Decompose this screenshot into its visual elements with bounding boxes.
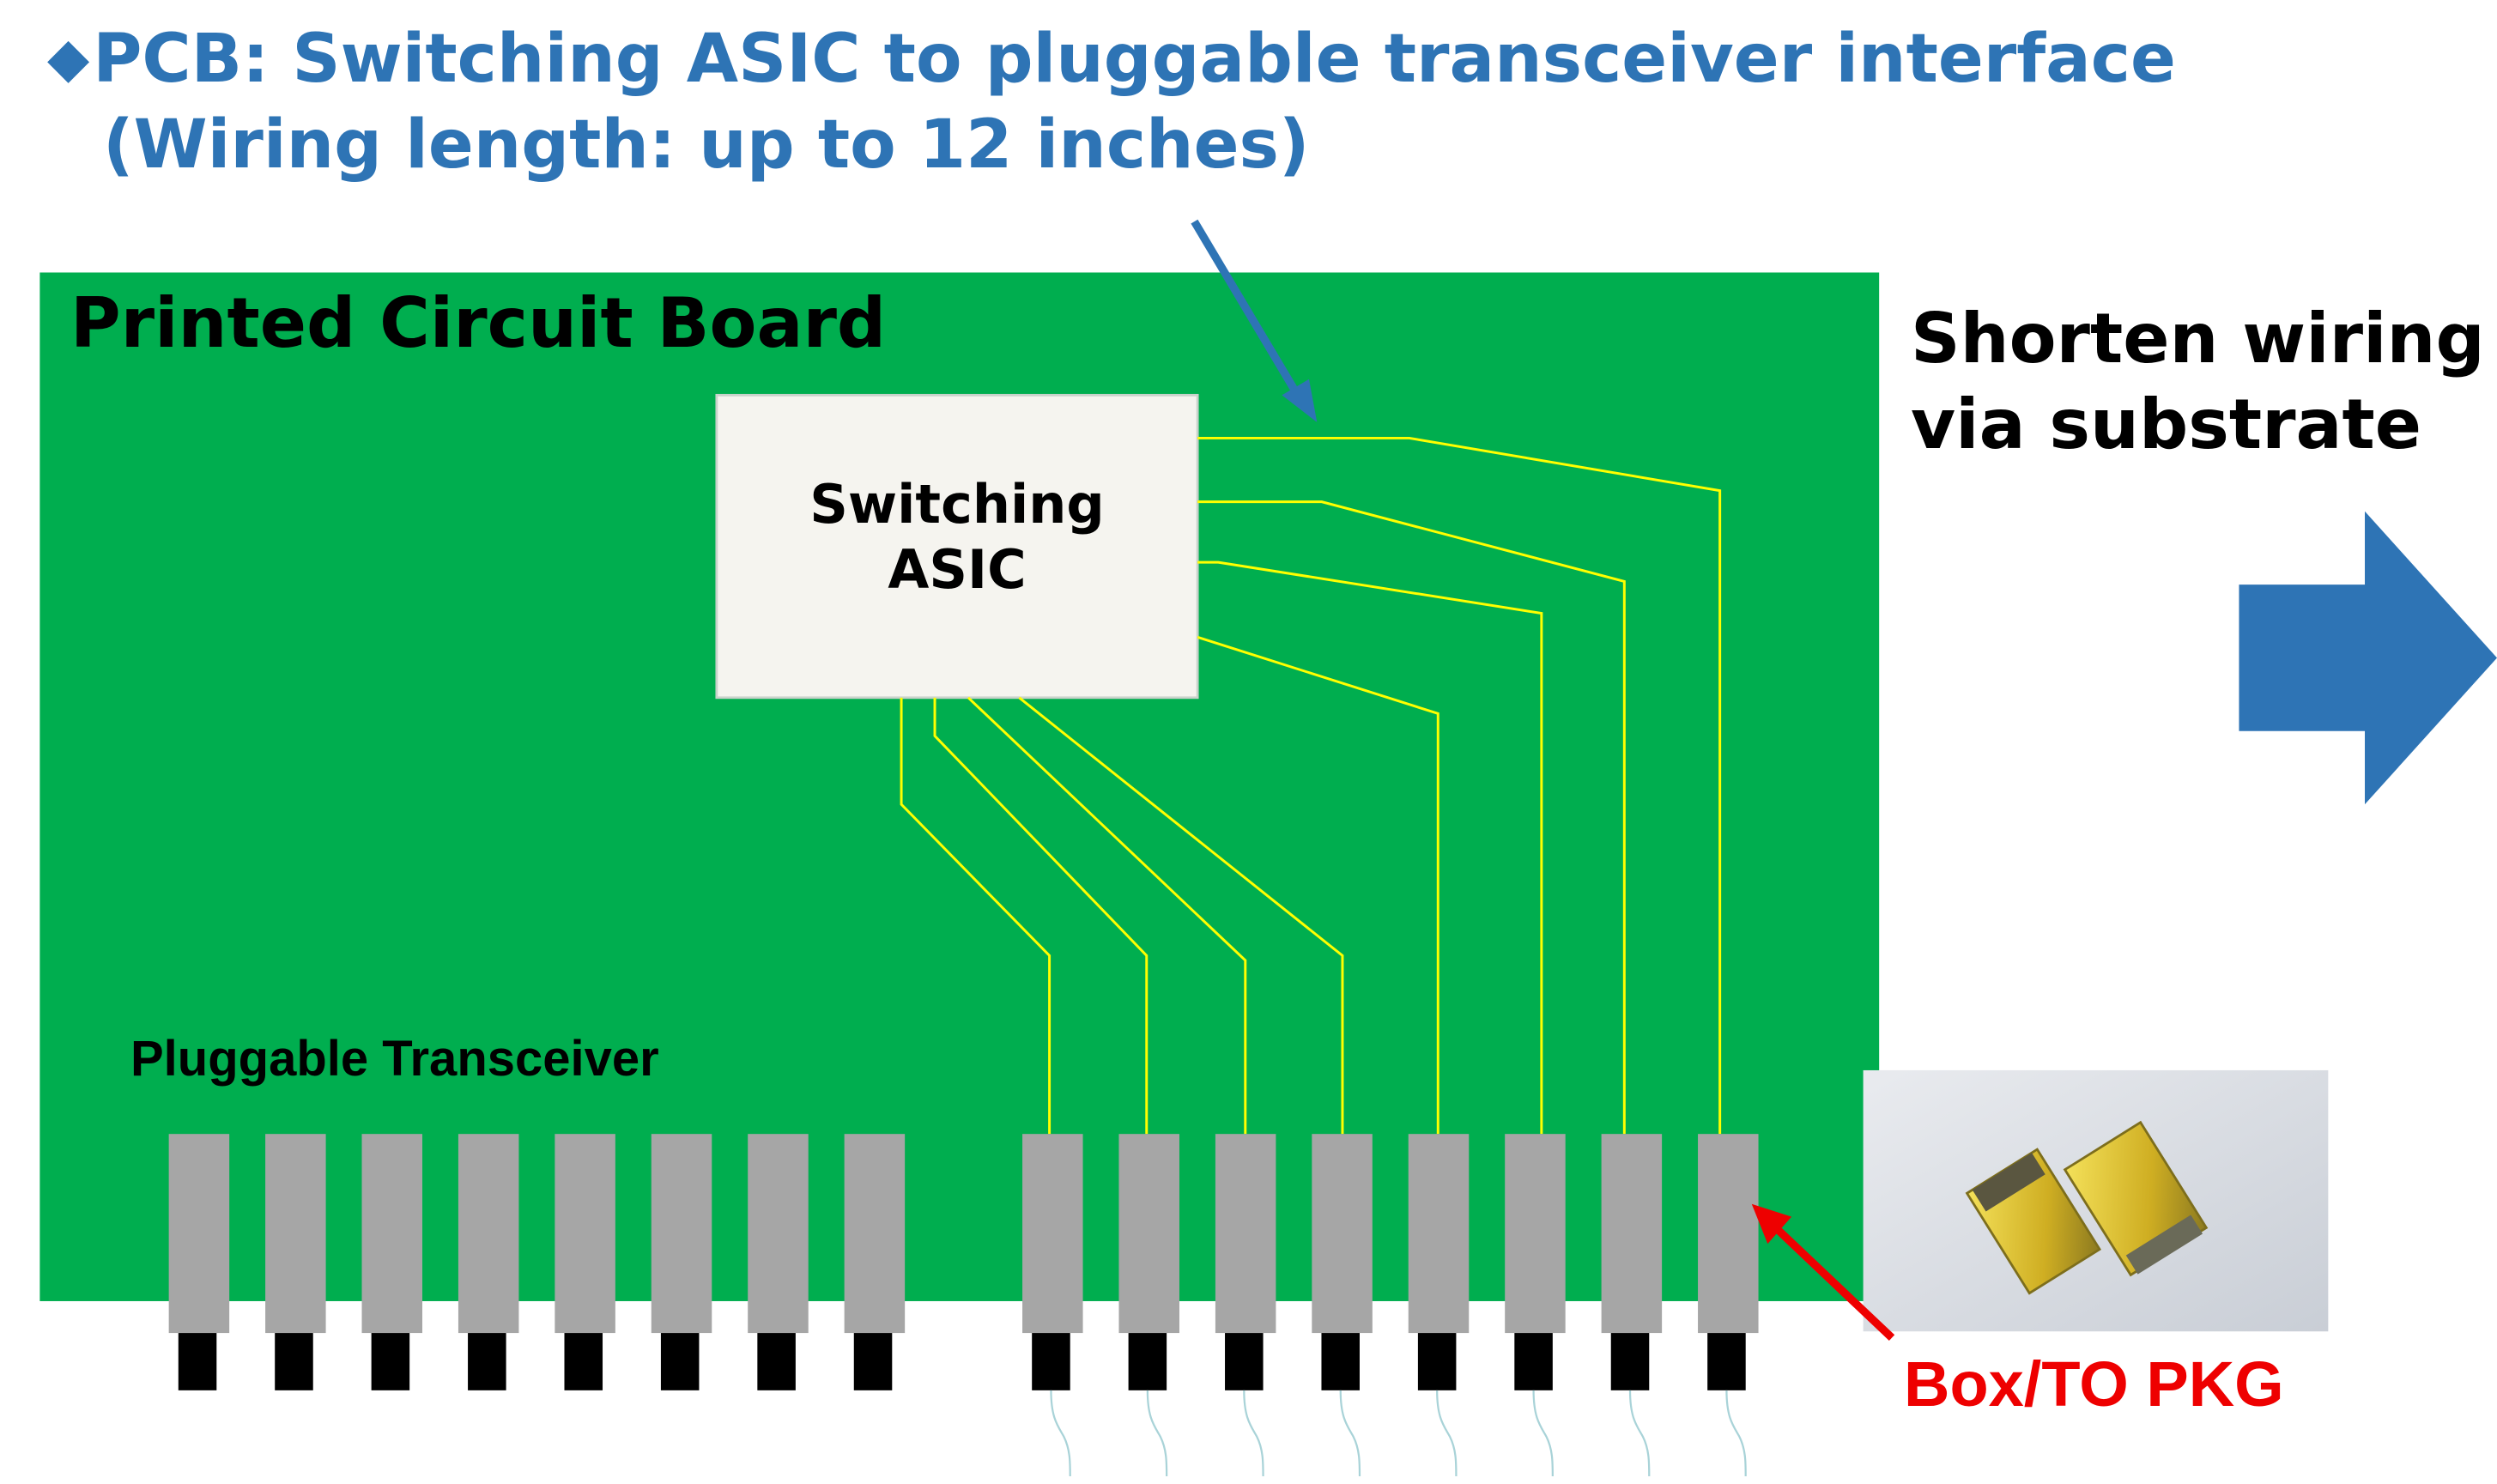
pluggable-transceiver (651, 1134, 712, 1390)
optical-fiber (1243, 1390, 1264, 1477)
transceiver-body (1312, 1134, 1373, 1334)
package-pointer-arrow (1751, 1203, 1895, 1342)
trace (1197, 436, 1722, 1135)
transceiver-body (555, 1134, 615, 1334)
title-line-2: (Wiring length: up to 12 inches) (103, 106, 1310, 184)
pluggable-transceiver (555, 1134, 615, 1390)
title-text: PCB: Switching ASIC to pluggable transce… (93, 21, 2176, 98)
asic-label-line-2: ASIC (888, 538, 1027, 601)
transceiver-body (168, 1134, 230, 1334)
pluggable-transceiver (1698, 1134, 1759, 1477)
transceiver-body (1698, 1134, 1759, 1334)
trace (1197, 635, 1439, 1135)
transceiver-body (1118, 1134, 1179, 1334)
transceiver-plug (757, 1333, 796, 1390)
shorten-wiring-arrow-icon (2239, 511, 2497, 805)
trace (967, 696, 1247, 1135)
transceiver-body (361, 1134, 423, 1334)
trace (900, 697, 1052, 1135)
transceiver-plug (853, 1333, 893, 1390)
transceiver-plug (1417, 1333, 1457, 1390)
transceiver-body (651, 1134, 712, 1334)
pluggable-transceiver (1505, 1134, 1566, 1477)
transceiver-body (844, 1134, 906, 1334)
transceiver-plug (178, 1333, 217, 1390)
package-label: Box/TO PKG (1904, 1348, 2284, 1420)
transceiver-plug (1321, 1333, 1360, 1390)
transceiver-body (1601, 1134, 1663, 1334)
optical-fiber (1532, 1390, 1554, 1477)
optical-fiber (1146, 1390, 1168, 1477)
pluggable-transceiver (1022, 1134, 1083, 1477)
pluggable-transceiver (748, 1134, 809, 1390)
transceiver-group-left (168, 1134, 906, 1390)
diamond-bullet-icon: ◆ (47, 27, 90, 90)
title-line-1: ◆PCB: Switching ASIC to pluggable transc… (47, 21, 2176, 98)
transceiver-plug (1128, 1333, 1167, 1390)
transceiver-group-right (1022, 1134, 1759, 1477)
note-line-1: Shorten wiring (1911, 299, 2485, 379)
switching-asic-chip (715, 393, 1199, 700)
optical-fiber (1436, 1390, 1458, 1477)
transceiver-body (265, 1134, 326, 1334)
transceiver-body (1215, 1134, 1276, 1334)
transceiver-plug (1225, 1333, 1264, 1390)
pcb-label: Printed Circuit Board (70, 283, 887, 363)
pcb-traces (900, 436, 1722, 1135)
box-to-package-photo (1863, 1069, 2329, 1332)
pluggable-transceiver (844, 1134, 906, 1390)
transceiver-plug (468, 1333, 506, 1390)
pluggable-transceiver (1312, 1134, 1373, 1477)
transceiver-plug (275, 1333, 313, 1390)
note-line-2: via substrate (1911, 385, 2422, 464)
pluggable-transceiver (1601, 1134, 1663, 1477)
slide-title: ◆PCB: Switching ASIC to pluggable transc… (47, 15, 2176, 188)
transceiver-plug (1514, 1333, 1553, 1390)
transceiver-label: Pluggable Transceiver (130, 1031, 659, 1087)
trace (1197, 500, 1626, 1135)
transceiver-body (1408, 1134, 1470, 1334)
transceiver-plug (1032, 1333, 1070, 1390)
optical-fiber (1725, 1390, 1747, 1477)
shorten-wiring-note: Shorten wiring via substrate (1911, 296, 2485, 468)
transceiver-plug (1707, 1333, 1746, 1390)
optical-fiber (1628, 1390, 1651, 1477)
transceiver-plug (660, 1333, 700, 1390)
pluggable-transceiver (458, 1134, 519, 1390)
pluggable-transceiver (1215, 1134, 1276, 1477)
transceiver-plug (1610, 1333, 1650, 1390)
asic-label: Switching ASIC (717, 472, 1197, 603)
trace (933, 697, 1148, 1135)
optical-fiber (1339, 1390, 1361, 1477)
transceiver-body (1022, 1134, 1083, 1334)
transceiver-plug (564, 1333, 603, 1390)
asic-label-line-1: Switching (809, 473, 1105, 536)
pluggable-transceiver (168, 1134, 230, 1390)
pluggable-transceiver (1118, 1134, 1179, 1477)
optical-fiber (1050, 1390, 1071, 1477)
transceiver-body (748, 1134, 809, 1334)
pluggable-transceiver (361, 1134, 423, 1390)
transceiver-body (458, 1134, 519, 1334)
trace (1018, 696, 1344, 1135)
callout-arrow (1191, 219, 1318, 422)
transceiver-body (1505, 1134, 1566, 1334)
pluggable-transceiver (265, 1134, 326, 1390)
trace (1197, 560, 1543, 1135)
transceiver-plug (371, 1333, 410, 1390)
pluggable-transceiver (1408, 1134, 1470, 1477)
